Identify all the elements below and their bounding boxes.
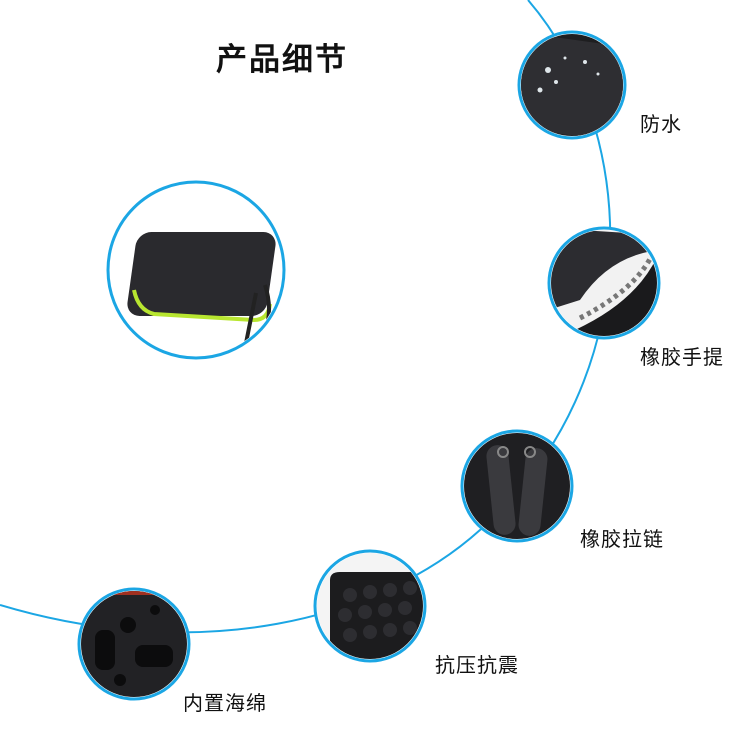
product-image xyxy=(106,180,286,360)
foam-interior-detail-image xyxy=(77,587,191,701)
feature-label-foam-interior: 内置海绵 xyxy=(183,691,267,715)
feature-label-rubber-zipper: 橡胶拉链 xyxy=(580,527,664,551)
shockproof-detail-image xyxy=(313,549,427,663)
waterproof-detail-image xyxy=(517,30,627,140)
feature-label-shockproof: 抗压抗震 xyxy=(435,653,519,677)
rubber-handle-detail-image xyxy=(547,226,661,340)
feature-label-waterproof: 防水 xyxy=(640,112,682,136)
feature-label-rubber-handle: 橡胶手提 xyxy=(640,345,724,369)
page-title: 产品细节 xyxy=(216,42,348,78)
rubber-zipper-detail-image xyxy=(460,429,574,543)
